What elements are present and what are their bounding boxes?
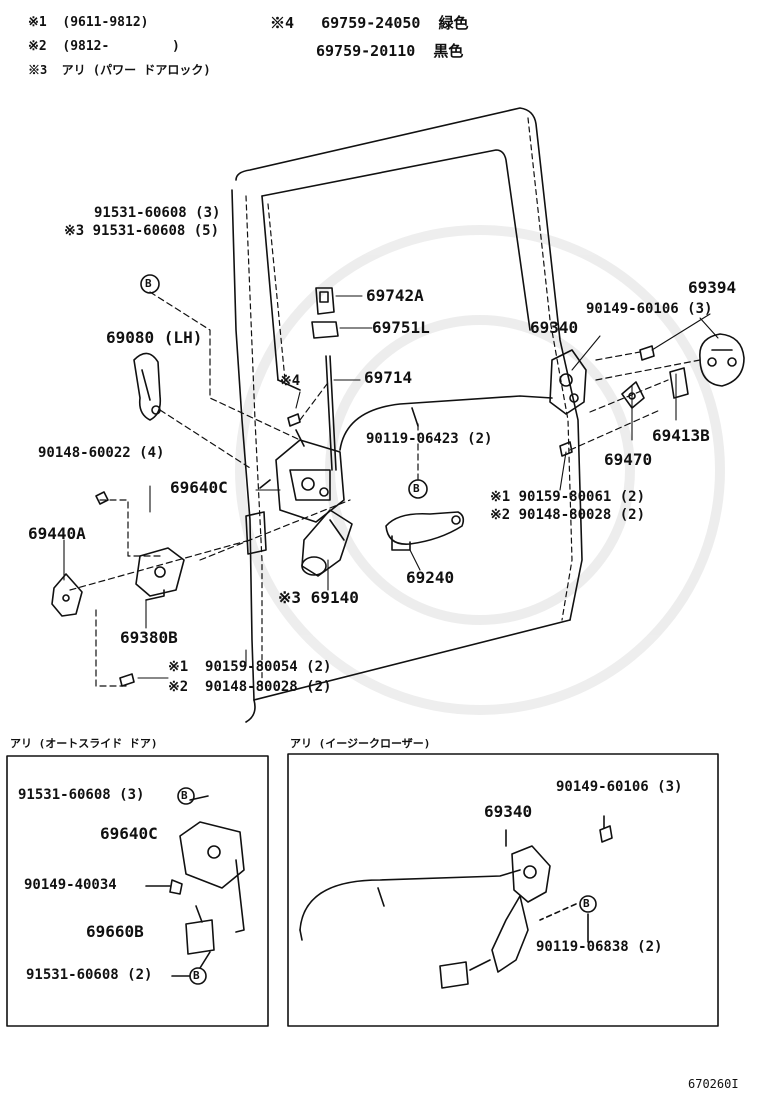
label-90149-60106: 90149-60106 (3) [586,301,713,317]
inset-b-marker-left-top: B [181,789,188,802]
left-inset-title: アリ (オートスライド ドア) [10,737,158,750]
label-90148-80028-a: ※2 90148-80028 (2) [490,507,646,523]
b-marker-1: B [145,277,152,290]
label-69380B: 69380B [120,628,178,647]
door-panel-outline [231,107,583,723]
inset-label-69640C: 69640C [100,824,158,843]
label-90159-80054: ※1 90159-80054 (2) [168,659,332,675]
note-4b: 69759-20110 黒色 [316,42,464,60]
inset-label-90149-60106: 90149-60106 (3) [556,779,683,795]
inset-label-69340: 69340 [484,802,533,821]
label-69140: ※3 69140 [278,588,359,607]
b-marker-2-circle [408,479,428,499]
label-90119-06423: 90119-06423 (2) [366,431,493,447]
part-69080-inner-handle [133,352,162,421]
label-69751L: 69751L [372,318,430,337]
note-4a: ※4 69759-24050 緑色 [270,14,469,32]
part-69394-striker [699,333,745,387]
label-90148-80028-b: ※2 90148-80028 (2) [168,679,332,695]
solid-leaders [63,295,719,679]
note-3: ※3 アリ (パワー ドアロック) [28,63,211,77]
inset-label-90149-40034: 90149-40034 [24,877,117,893]
label-90159-80061: ※1 90159-80061 (2) [490,489,646,505]
part-69240-outside-handle [385,511,465,551]
label-91531-60608-5: ※3 91531-60608 (5) [64,223,220,239]
part-69440A-hinge-plate [51,573,83,617]
door-rectangle-cutout [245,511,267,555]
label-69413B: 69413B [652,426,710,445]
left-inset-box [6,755,269,1027]
note-1: ※1 (9611-9812) [28,15,149,30]
inset-label-90119-06838: 90119-06838 (2) [536,939,663,955]
part-69742A-clip [315,287,335,315]
b-marker-1-circle [140,274,160,294]
part-69380B-hinge [135,547,185,601]
part-cable [339,395,553,451]
inset-label-91531-60608-3: 91531-60608 (3) [18,787,145,803]
door-dashed-inner [245,117,573,691]
right-inset-parts [299,815,613,989]
label-69394: 69394 [688,278,737,297]
part-69413B-plate [669,367,689,399]
inset-label-91531-60608-2: 91531-60608 (2) [26,967,153,983]
part-69640C-lock-assembly [259,429,345,523]
inset-b-marker-left-bottom: B [193,969,200,982]
right-inset-box [287,753,719,1027]
label-note-4: ※4 [280,373,301,389]
left-inset-parts [145,787,245,985]
bolts [95,345,655,687]
label-91531-60608-3: 91531-60608 (3) [94,205,221,221]
label-69440A: 69440A [28,524,86,543]
part-69340-rear-lock [549,349,587,415]
part-69751L-knob [311,321,339,339]
label-69240: 69240 [406,568,455,587]
part-69140-actuator [301,509,353,577]
inset-label-69660B: 69660B [86,922,144,941]
label-69340: 69340 [530,318,579,337]
label-69640C: 69640C [170,478,228,497]
inset-b-marker-right: B [583,897,590,910]
note-2: ※2 (9812- ) [28,39,180,54]
label-69742A: 69742A [366,286,424,305]
label-69080-LH: 69080 (LH) [106,328,203,347]
label-69714: 69714 [364,368,413,387]
label-90148-60022: 90148-60022 (4) [38,445,165,461]
part-69470-bracket [621,381,645,409]
right-inset-title: アリ (イージークローザー) [290,737,431,750]
footer-code: 670260I [688,1077,739,1091]
label-69470: 69470 [604,450,653,469]
b-marker-2: B [413,482,420,495]
